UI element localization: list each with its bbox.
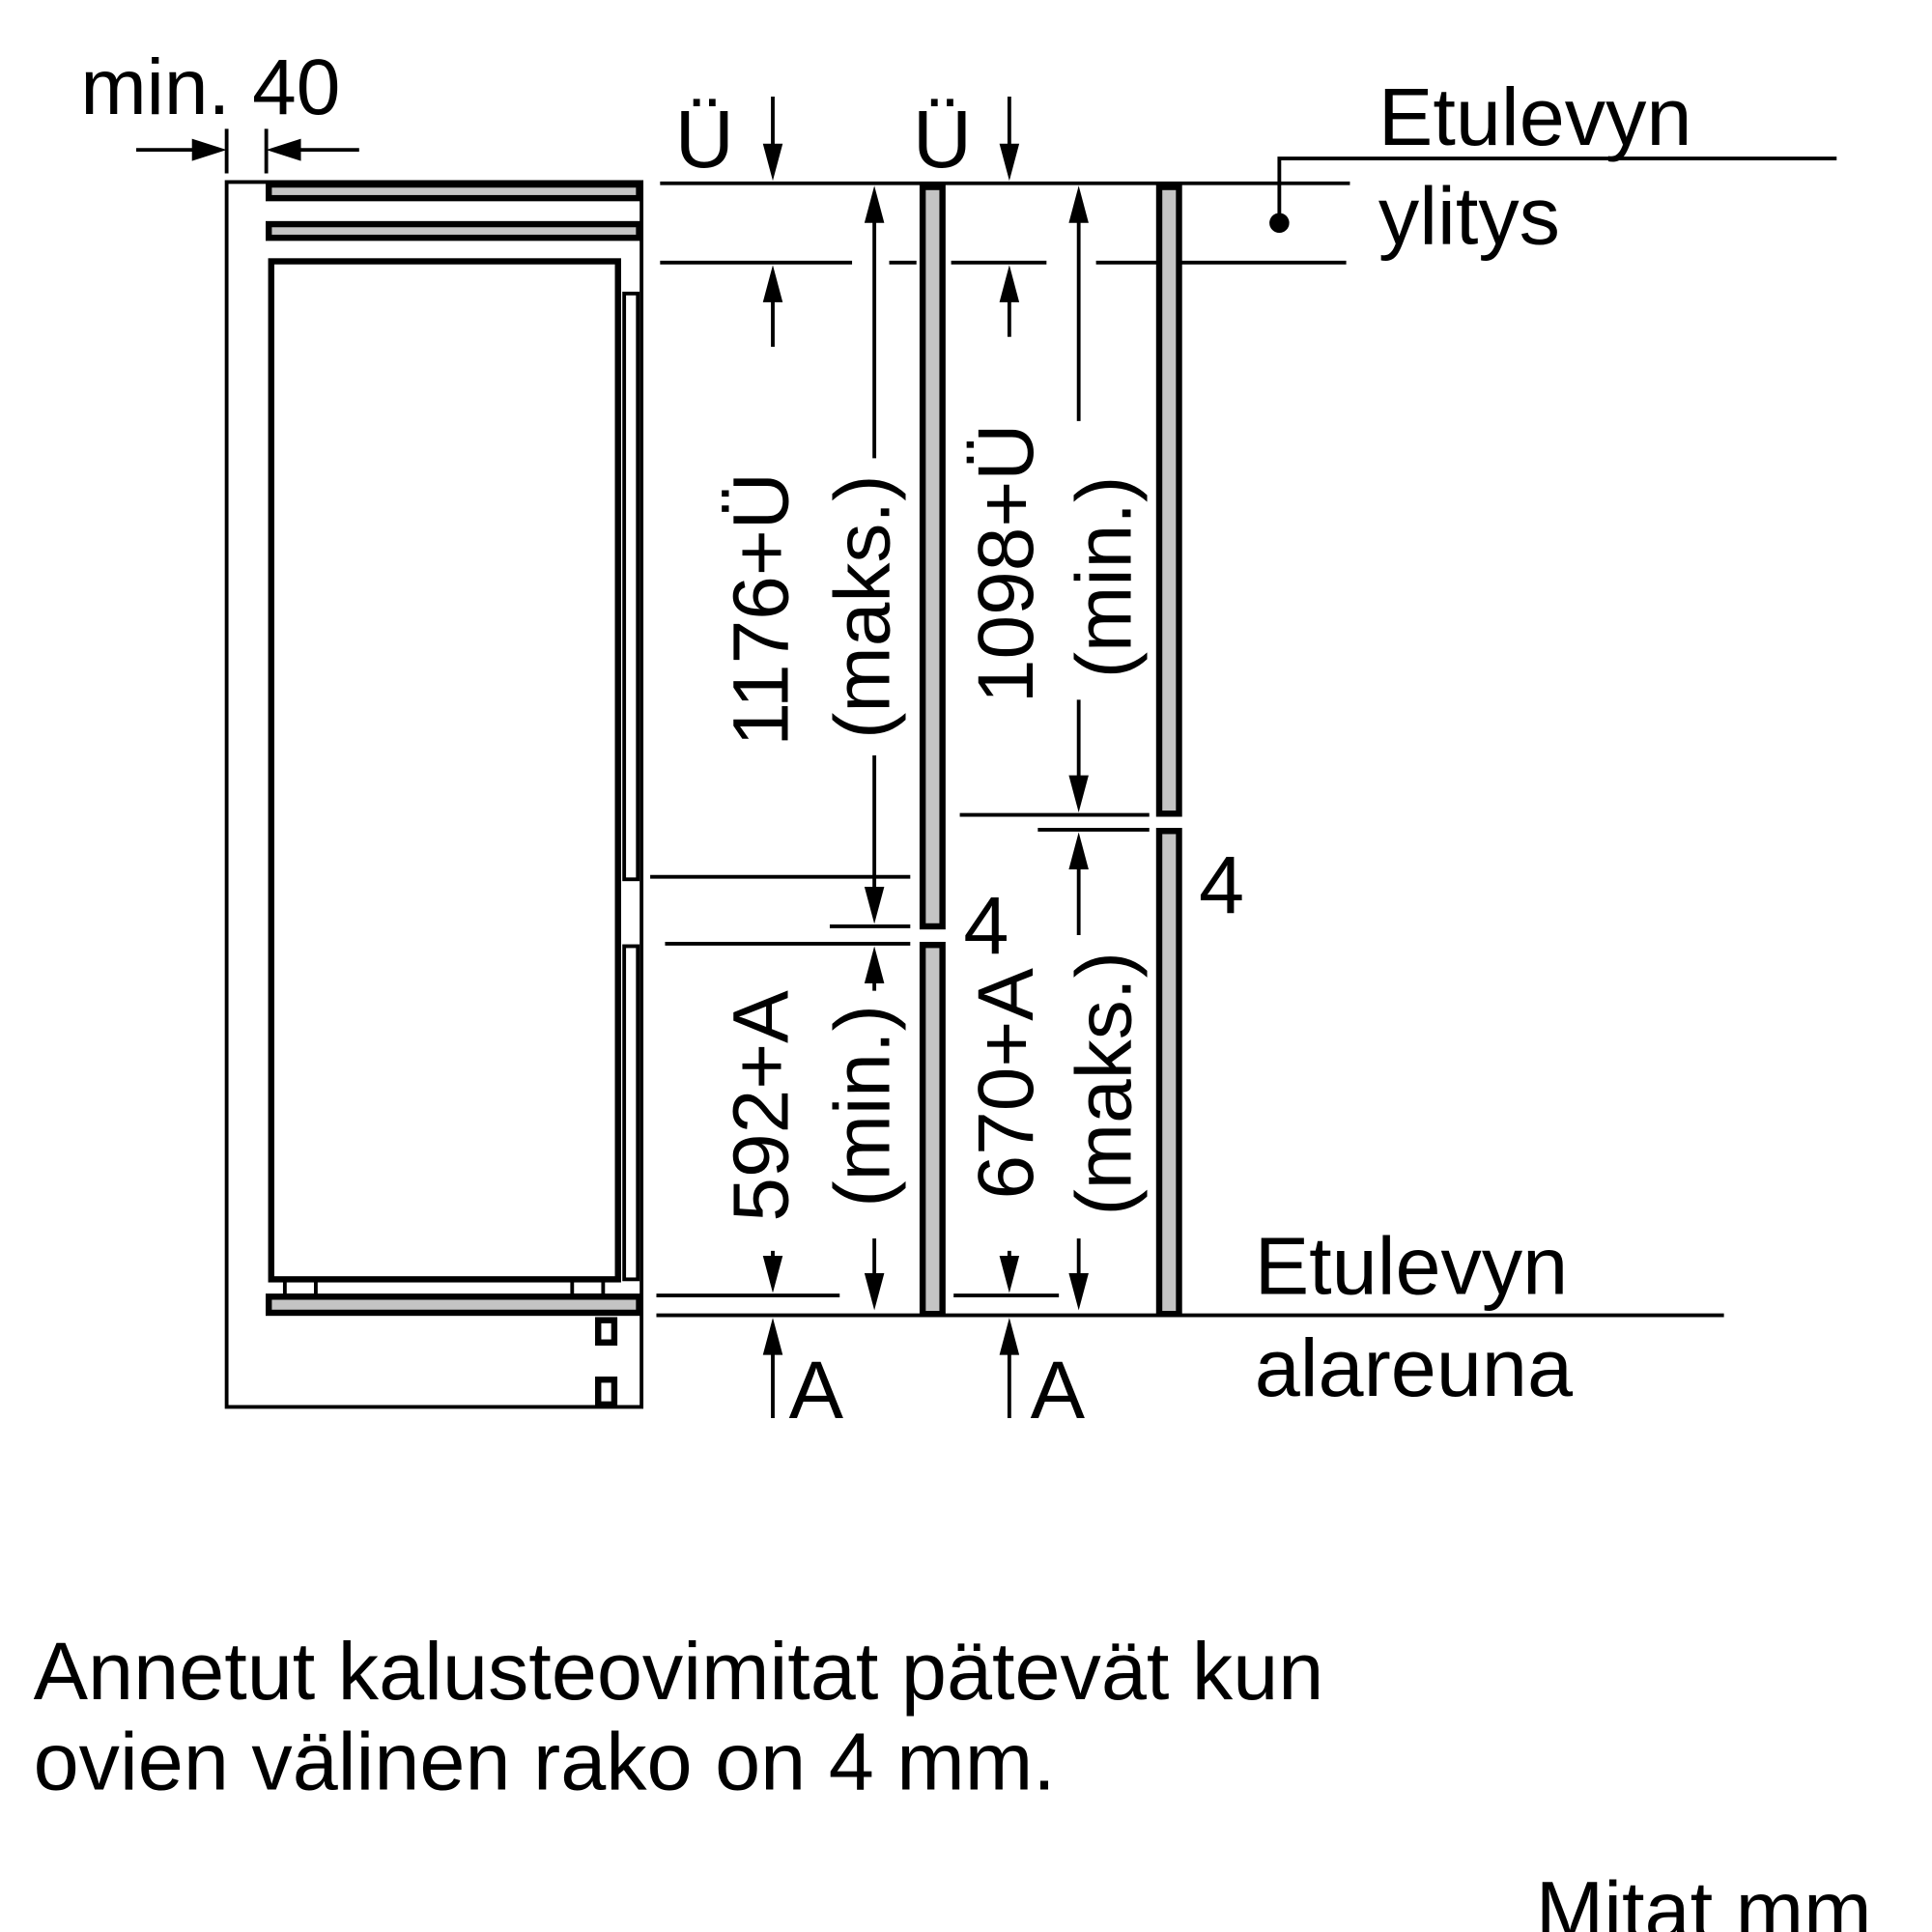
overhang-symbol-1: Ü bbox=[675, 93, 734, 185]
units-label: Mitat mm bbox=[1536, 1863, 1872, 1932]
lower-door-max-label: 670+A bbox=[962, 968, 1050, 1200]
gap-label-2: 4 bbox=[1199, 838, 1244, 930]
reference-lines bbox=[650, 156, 1837, 1318]
top-label-line2: ylitys bbox=[1378, 170, 1560, 262]
upper-door-min-label: 1098+Ü bbox=[962, 423, 1050, 703]
leader-dot bbox=[1269, 213, 1290, 234]
door-a-upper bbox=[919, 184, 946, 930]
cabinet-niche bbox=[224, 180, 644, 1409]
min-gap-dimension: min. 40 bbox=[80, 43, 359, 174]
min-gap-label: min. 40 bbox=[80, 43, 340, 131]
bottom-label-line1: Etulevyn bbox=[1255, 1220, 1569, 1312]
side-strip-upper bbox=[622, 291, 640, 882]
bottom-panel bbox=[266, 1293, 642, 1317]
top-panel-lower bbox=[266, 220, 642, 242]
top-panel-upper bbox=[266, 181, 642, 202]
gap-label-1: 4 bbox=[963, 879, 1009, 971]
appliance-body bbox=[268, 258, 621, 1283]
lower-door-min-label: 592+A bbox=[717, 990, 805, 1222]
note-line1: Annetut kalusteovimitat pätevät kun bbox=[34, 1625, 1324, 1717]
dimension-arrows bbox=[762, 97, 1089, 1418]
note-line2: ovien välinen rako on 4 mm. bbox=[34, 1716, 1056, 1807]
plinth-block-2 bbox=[595, 1377, 618, 1408]
upper-door-max-note: (maks.) bbox=[819, 474, 907, 738]
door-a-lower bbox=[919, 942, 946, 1318]
side-strip-lower bbox=[622, 944, 640, 1282]
plinth-block-1 bbox=[595, 1317, 618, 1346]
lower-door-max-note: (maks.) bbox=[1061, 952, 1149, 1215]
bottom-symbol-1: A bbox=[789, 1344, 844, 1435]
arrow-right-icon bbox=[191, 138, 227, 161]
door-b-lower bbox=[1155, 828, 1182, 1318]
upper-door-max-label: 1176+Ü bbox=[717, 472, 805, 747]
upper-door-min-note: (min.) bbox=[1061, 476, 1149, 679]
arrow-left-icon bbox=[266, 138, 301, 161]
bottom-label-line2: alareuna bbox=[1255, 1321, 1574, 1413]
overhang-symbol-2: Ü bbox=[913, 93, 972, 185]
door-b-upper bbox=[1155, 184, 1182, 817]
top-label-line1: Etulevyn bbox=[1378, 71, 1692, 162]
bottom-symbol-2: A bbox=[1031, 1344, 1086, 1435]
lower-door-min-note: (min.) bbox=[819, 1005, 907, 1208]
